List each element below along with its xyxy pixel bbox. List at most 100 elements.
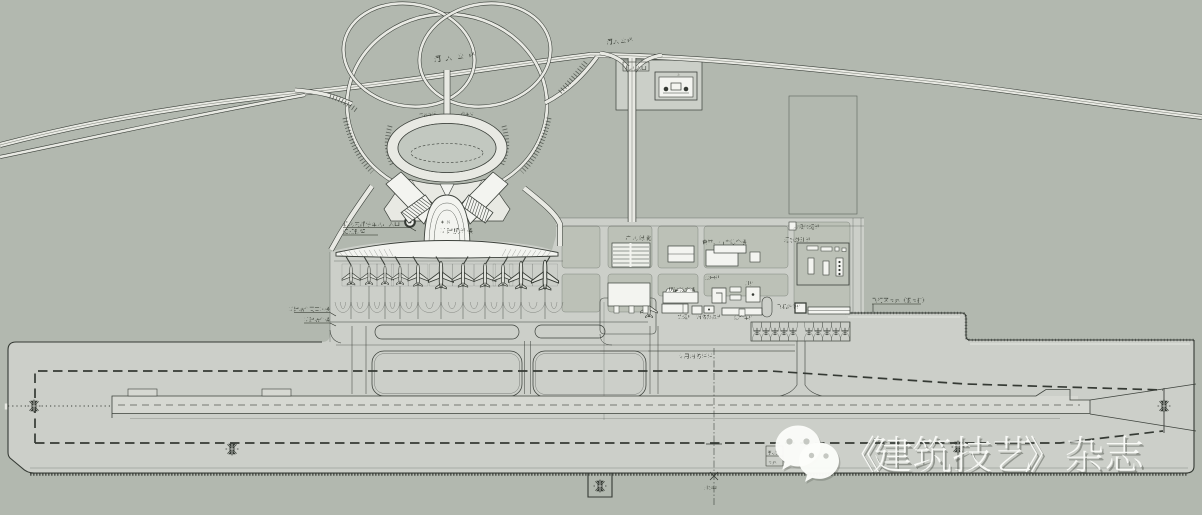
glyph <box>433 55 441 63</box>
hatch-gore-east <box>558 60 588 94</box>
glyph <box>293 306 299 312</box>
drawing-path <box>556 217 864 227</box>
drawing-rect <box>729 286 742 293</box>
glyph <box>922 297 925 303</box>
drawing-path <box>34 370 1164 443</box>
highway-hedakoad <box>0 52 1202 148</box>
label-tname: 新建航站楼 <box>440 228 473 234</box>
drawing-path <box>845 311 1194 342</box>
drawing-circle <box>808 452 815 459</box>
glyph <box>388 221 395 227</box>
glyph <box>314 306 320 312</box>
drawing-rect <box>261 388 292 397</box>
glyph <box>679 287 685 293</box>
glyph <box>772 450 777 455</box>
terminal-tip-hatch <box>338 248 552 257</box>
beacon-west <box>27 399 41 413</box>
glyph <box>955 438 993 475</box>
ga-taxilane <box>779 341 823 397</box>
drawing-rect <box>658 76 694 98</box>
glyph <box>360 229 365 235</box>
drawing-path <box>544 55 599 105</box>
glyph <box>905 297 911 303</box>
glyph <box>446 220 450 224</box>
label-hwy1: 河大公路 <box>433 51 476 63</box>
label-plaza: 广场绿化 <box>625 235 652 241</box>
taxiway-system <box>329 324 795 398</box>
glyph <box>903 297 906 303</box>
drawing-path <box>711 287 727 304</box>
glyph <box>815 224 820 230</box>
label-hwy2: 河大公路 <box>606 37 633 45</box>
office-building <box>667 245 695 263</box>
drawing-path <box>343 227 417 232</box>
glyph <box>314 317 320 323</box>
beacon-south <box>593 479 607 493</box>
drawing-circle <box>786 438 793 445</box>
glyph <box>708 239 713 244</box>
drawing-path <box>294 88 353 106</box>
runway <box>8 383 1197 433</box>
drawing-path <box>1078 400 1090 414</box>
glyph <box>1068 438 1105 475</box>
glyph <box>787 304 792 309</box>
glyph <box>309 306 314 312</box>
jet-bridges <box>345 256 551 266</box>
drawing-path <box>304 322 337 327</box>
stand-boxes <box>341 263 558 287</box>
terminal-loop-ellipse <box>386 113 508 183</box>
drawing-ellipse <box>418 2 552 108</box>
drawing-circle <box>838 268 841 272</box>
glyph <box>784 237 790 243</box>
glyph <box>453 228 460 234</box>
drawing-rect <box>661 303 689 314</box>
terminal-east-road <box>522 185 563 246</box>
drawing-rect <box>834 246 840 252</box>
label-bnd2: 围界 <box>767 460 777 465</box>
drawing-path <box>401 197 433 221</box>
turn-loop <box>761 296 773 318</box>
glyph <box>304 317 309 323</box>
drawing-path <box>329 252 563 342</box>
glyph <box>674 287 679 293</box>
link-taxiways <box>351 326 659 394</box>
glyph <box>348 221 354 227</box>
glyph <box>883 297 889 303</box>
label-leaders <box>294 227 921 467</box>
wechat-bubble-small <box>799 442 839 482</box>
glyph <box>354 229 360 235</box>
glyph <box>745 281 750 286</box>
glyph <box>789 237 795 243</box>
drawing-rect <box>729 294 742 301</box>
drawing-path <box>111 389 1090 418</box>
service-block <box>561 273 601 313</box>
drawing-path <box>464 195 490 223</box>
glyph <box>793 224 799 229</box>
drawing-rect <box>374 353 520 394</box>
label-sub: 变电站 <box>705 275 720 280</box>
glyph <box>702 239 708 245</box>
watermark-shadow <box>863 438 1145 475</box>
terminal-building <box>335 171 559 259</box>
glyph <box>797 304 802 309</box>
glyph <box>724 239 730 245</box>
glyph <box>741 239 747 245</box>
glyph <box>711 314 717 320</box>
terminal-hall-contours <box>428 202 466 247</box>
ga-apron <box>750 321 851 397</box>
label-fuel: 油库 <box>745 281 755 286</box>
glyph <box>704 485 709 490</box>
glyph <box>620 37 626 44</box>
glyph <box>713 242 715 244</box>
maintenance-hangar <box>794 302 807 314</box>
glyph <box>1108 438 1145 474</box>
drawing-rect <box>607 282 651 307</box>
loop-ramp-east <box>417 1 553 109</box>
beacon-sw <box>225 442 239 456</box>
drawing-path <box>709 471 719 481</box>
glyph <box>460 111 466 116</box>
label-cargo: 货运库 <box>677 314 693 320</box>
parking-access-road <box>328 184 375 252</box>
glyph <box>734 315 739 320</box>
drawing-ellipse <box>397 123 497 173</box>
